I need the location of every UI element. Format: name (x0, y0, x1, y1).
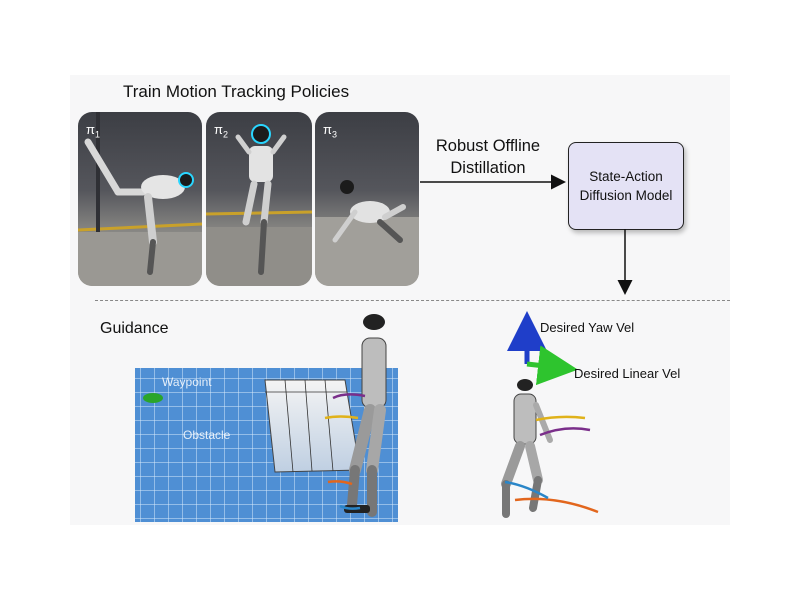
diffusion-model-box: State-Action Diffusion Model (568, 142, 684, 230)
distillation-label: Robust Offline Distillation (435, 137, 541, 177)
robot-kick-figure (78, 112, 202, 286)
trajectory-yellow (324, 415, 359, 420)
humanoid-robot-right (501, 379, 553, 518)
linear-vel-label: Desired Linear Vel (574, 366, 681, 381)
waypoint-marker (143, 393, 163, 403)
robot-crawl-figure (315, 180, 419, 286)
trajectory-orange-right (514, 497, 599, 514)
policy-label-2: π2 (214, 122, 228, 140)
section-divider (95, 300, 730, 301)
humanoid-robot-left (344, 314, 387, 517)
trajectory-blue (339, 504, 361, 510)
model-label-line1: State-Action (589, 169, 663, 184)
guidance-label: Guidance (100, 320, 169, 337)
model-label-line2: Diffusion Model (579, 188, 673, 203)
top-title: Train Motion Tracking Policies (123, 82, 350, 101)
policy-label-3: π3 (323, 122, 337, 140)
policy-photo-3: π3 (315, 112, 419, 286)
trajectory-yellow-right (535, 415, 586, 422)
policy-photo-2: π2 (206, 112, 312, 286)
robot-jump-figure (206, 124, 312, 286)
trajectory-purple (332, 393, 366, 400)
obstacle-label: Obstacle (183, 428, 231, 442)
trajectory-orange (327, 480, 353, 486)
trajectory-purple-right (539, 427, 591, 437)
yaw-vel-label: Desired Yaw Vel (540, 320, 635, 335)
policy-label-1: π1 (86, 122, 100, 140)
linear-vel-arrow (526, 345, 578, 386)
trajectory-blue-right (504, 480, 549, 500)
waypoint-label: Waypoint (162, 375, 212, 389)
policy-photo-1: π1 (78, 112, 202, 286)
